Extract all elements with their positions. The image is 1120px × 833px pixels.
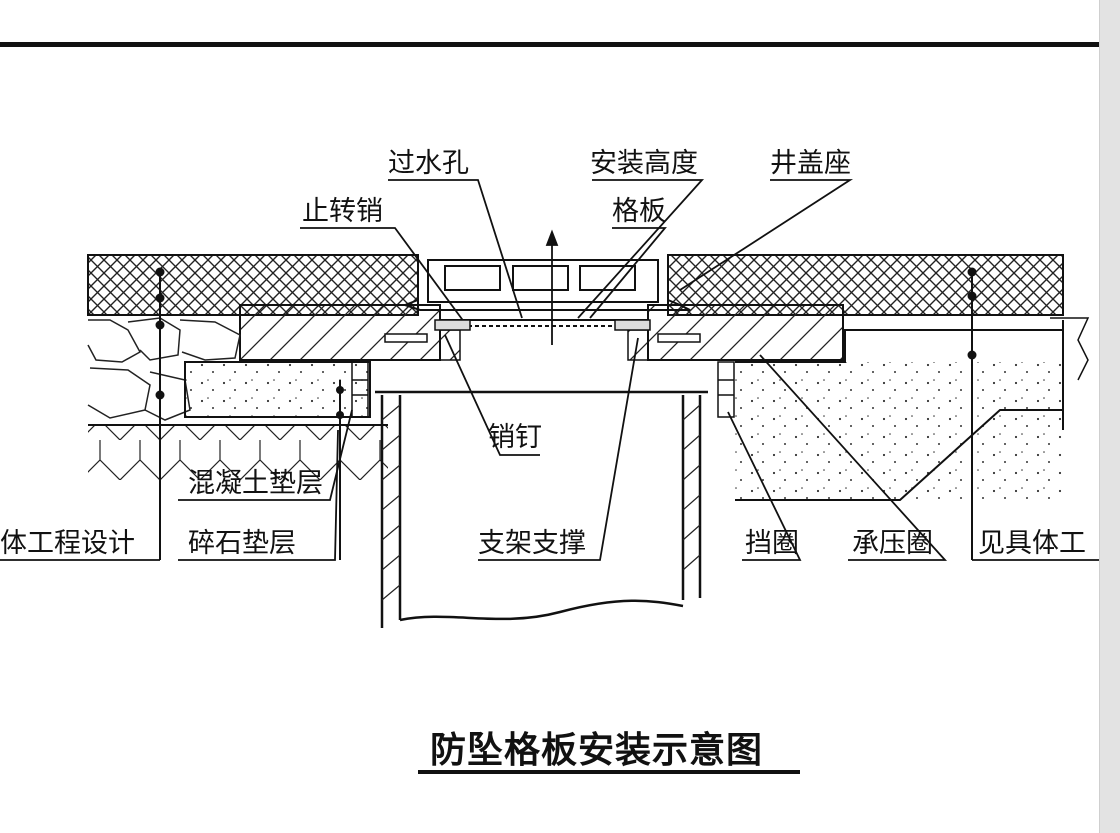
concrete-right-outline [735,329,1063,501]
label-drain-hole: 过水孔 [388,148,469,179]
reference-lines [159,270,973,560]
reference-dots [155,267,977,419]
label-bearing-ring: 承压圈 [852,528,933,559]
label-anti-rotation-pin: 止转销 [302,196,383,227]
diagram-title: 防坠格板安装示意图 [430,730,764,771]
label-retaining-ring: 挡圈 [745,528,799,559]
install-height-arrow [545,229,559,345]
scrollbar[interactable] [1099,0,1120,833]
bolts [384,319,701,343]
retaining-ring [351,361,735,418]
concrete-right [735,362,1063,500]
bearing-ring-block [239,304,844,361]
label-cover-seat: 井盖座 [770,148,851,179]
leader-lines [0,179,1100,561]
pipe-wall-hatch [381,404,701,601]
shaft-pipe [375,390,708,628]
label-left-ref: 体工程设计 [0,528,135,559]
paving-layer [87,254,1064,316]
label-pin: 销钉 [488,422,542,453]
title-underline [418,770,800,774]
label-grid-plate: 格板 [612,196,666,227]
label-install-height: 安装高度 [590,148,698,179]
grid-plate [440,265,648,327]
label-right-ref: 见具体工 [978,528,1086,559]
cover-seat-frame [402,255,691,311]
label-bracket-support: 支架支撑 [478,528,586,559]
label-gravel-cushion: 碎石垫层 [188,528,296,559]
top-rule [0,42,1100,47]
label-concrete-cushion: 混凝土垫层 [188,468,323,499]
